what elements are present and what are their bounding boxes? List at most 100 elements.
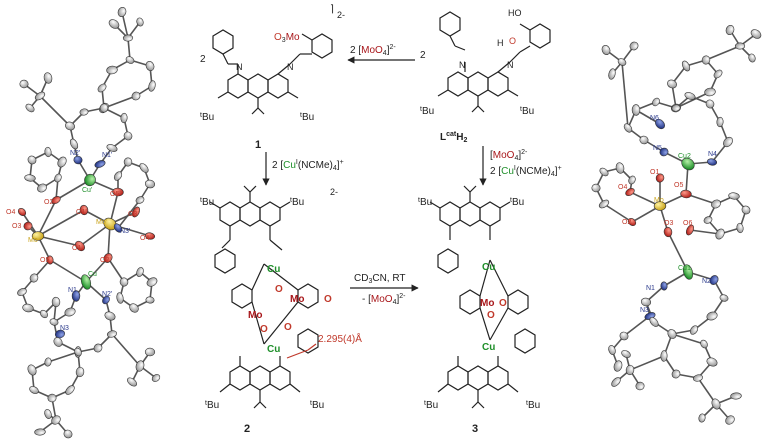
label-r-n4: N4 [708,151,717,158]
left-atom [49,318,59,326]
left-atom [43,72,53,84]
left-atom [27,155,37,165]
left-atom [27,364,37,376]
arrow-right-down-line2: 2 [CuI(NCMe)4]+ [490,165,562,178]
right-atom [734,42,746,50]
tbu-3-br: tBu [526,400,540,411]
tbu-l-left: tBu [420,106,434,117]
label-r-n1: N1 [646,285,655,292]
left-atom [51,415,61,425]
left-atom [117,6,127,18]
left-atom [106,65,118,75]
right-atom [701,55,711,65]
left-atom [51,195,61,205]
label-o1p: O1' [76,209,87,216]
left-atom [64,307,76,317]
left-atom [145,61,155,71]
label-n2p: N2' [70,150,80,157]
tbu-1-left: tBu [200,112,214,123]
label-cup: Cu' [82,187,92,194]
coef-1: 2 [200,54,206,65]
o-2-b: O [324,294,332,305]
arrow-right-down: [MoO4]2- 2 [CuI(NCMe)4]+ [479,146,562,186]
left-atom [103,253,113,263]
left-atom [22,303,34,313]
left-atom [80,274,92,290]
label-r-n6: N6 [650,115,659,122]
left-bond [55,179,91,201]
label-o5: O5 [40,257,49,264]
label-mop: Mo' [96,219,107,226]
right-atom [682,264,694,280]
label-o2: O2 [44,199,53,206]
left-atom [120,112,128,124]
label-mo: Mo [28,237,38,244]
cu-2-top: Cu [267,264,280,275]
left-atom [79,204,89,216]
left-atom [123,131,133,141]
right-atom [635,381,645,391]
right-atom [608,68,616,80]
left-atom [122,34,134,42]
label-r-o2: O2 [622,219,631,226]
left-atom [119,277,129,287]
left-atom [34,91,46,101]
right-atom [652,97,660,107]
right-atom [685,224,695,236]
label-n3: N3 [60,325,69,332]
right-atom [640,297,652,307]
left-atom [75,366,85,378]
right-atom [725,415,735,425]
cu-3-bottom: Cu [482,342,495,353]
left-atom [116,292,124,304]
label-r-cu2: Cu2 [678,153,691,160]
tbu-l-right: tBu [520,106,534,117]
o-2-d: O [284,322,292,333]
left-atom [29,386,39,394]
tbu-2-tl: tBu [200,197,214,208]
compound-number-3: 3 [472,423,478,435]
label-r-o3: O3 [664,220,673,227]
left-bond [37,209,85,237]
left-atom [106,330,118,338]
tbu-1-right: tBu [300,112,314,123]
left-atom [53,337,63,347]
cu-3-top: Cu [482,262,495,273]
label-r-o5: O5 [674,182,683,189]
left-bond [49,259,87,283]
right-atom [621,350,631,358]
right-atom [617,58,627,66]
right-atom [629,41,639,51]
right-bond [629,355,665,371]
right-atom [625,187,635,197]
left-atom [71,290,81,302]
right-atom [671,369,681,379]
right-atom [709,275,719,285]
left-crystal-structure: N3' N2' N1' Cu' O2 O5' O4 O1' O3' O3 Mo'… [6,6,161,439]
label-r-n5: N5 [653,145,662,152]
right-atom [667,329,677,339]
left-atom [97,83,107,93]
mo-3: Mo [480,298,494,309]
left-atom [63,429,73,439]
label-r-mo: Mo [654,197,664,204]
left-atom [129,303,139,313]
left-atom [84,173,96,187]
right-atom [653,201,667,211]
left-atom [65,385,75,395]
right-atom [741,205,751,215]
left-atom [145,296,155,304]
o-3-a: O [499,298,507,309]
left-atom [135,360,145,372]
left-atom [54,329,66,339]
right-atom [725,24,735,36]
left-bond [111,333,141,367]
arrow-middle-line1: CD3CN, RT [354,273,406,285]
right-atom [736,222,744,234]
right-bond [689,229,721,235]
right-atom [631,104,641,116]
bracket-1: ⌉ [330,4,334,15]
right-atom [601,45,611,55]
n-label-1: N [236,62,243,72]
